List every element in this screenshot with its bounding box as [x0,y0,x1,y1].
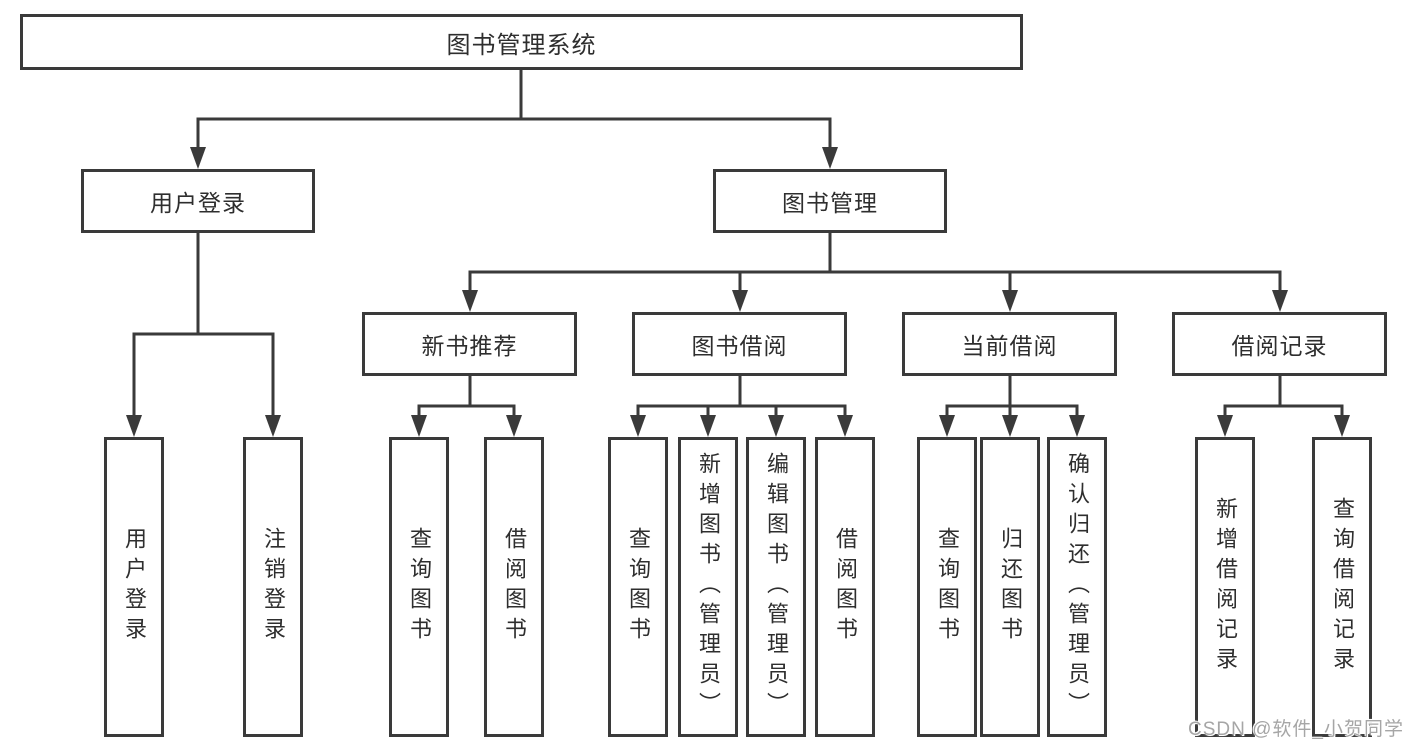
leaf-recommend-query-books: 查询图书 [389,437,449,737]
leaf-label: 用户登录 [122,527,147,647]
leaf-records-add-record: 新增借阅记录 [1195,437,1255,737]
leaf-label: 注销登录 [261,527,286,647]
leaf-recommend-borrow-books: 借阅图书 [484,437,544,737]
connector-book-management-branch [468,233,1282,293]
node-book-management-branch: 图书管理 [713,169,947,233]
leaf-borrow-edit-books-admin: 编辑图书（管理员） [746,437,806,737]
node-label: 图书管理 [782,190,878,216]
connector-current-borrow [945,376,1079,417]
node-user-login-branch: 用户登录 [81,169,315,233]
leaf-user-login: 用户登录 [104,437,164,737]
node-book-borrow: 图书借阅 [632,312,847,376]
leaf-label: 借阅图书 [502,527,527,647]
leaf-label: 查询图书 [626,527,651,647]
node-label: 借阅记录 [1231,333,1328,359]
leaf-borrow-add-books-admin: 新增图书（管理员） [678,437,738,737]
arrowheads-level3 [462,290,1288,312]
arrowheads-level2 [190,147,838,169]
leaf-logout: 注销登录 [243,437,303,737]
node-label: 当前借阅 [961,333,1058,359]
leaf-records-query-record: 查询借阅记录 [1312,437,1372,737]
node-root-system: 图书管理系统 [20,14,1023,70]
node-label: 图书借阅 [691,333,788,359]
connector-root-to-level2 [196,70,832,150]
node-root-label: 图书管理系统 [446,31,597,59]
node-label: 用户登录 [150,190,246,216]
node-current-borrow: 当前借阅 [902,312,1117,376]
connector-user-login-branch [132,233,275,417]
arrowheads-leaves [126,415,1350,437]
leaf-label: 查询图书 [407,527,432,647]
csdn-watermark: CSDN @软件_小贺同学 [1188,719,1404,740]
leaf-label: 编辑图书（管理员） [764,452,789,722]
leaf-label: 确认归还（管理员） [1065,452,1090,722]
leaf-label: 新增借阅记录 [1213,497,1238,677]
connector-borrow-records [1223,376,1344,417]
connector-new-book-recommend [417,376,516,417]
leaf-label: 查询借阅记录 [1330,497,1355,677]
node-new-book-recommend: 新书推荐 [362,312,577,376]
leaf-current-return-books: 归还图书 [980,437,1040,737]
leaf-current-confirm-return-admin: 确认归还（管理员） [1047,437,1107,737]
connector-book-borrow [636,376,847,417]
leaf-label: 借阅图书 [833,527,858,647]
leaf-label: 归还图书 [998,527,1023,647]
node-label: 新书推荐 [421,333,518,359]
node-borrow-records: 借阅记录 [1172,312,1387,376]
leaf-label: 查询图书 [935,527,960,647]
leaf-current-query-books: 查询图书 [917,437,977,737]
leaf-borrow-query-books: 查询图书 [608,437,668,737]
leaf-borrow-borrow-books: 借阅图书 [815,437,875,737]
leaf-label: 新增图书（管理员） [696,452,721,722]
